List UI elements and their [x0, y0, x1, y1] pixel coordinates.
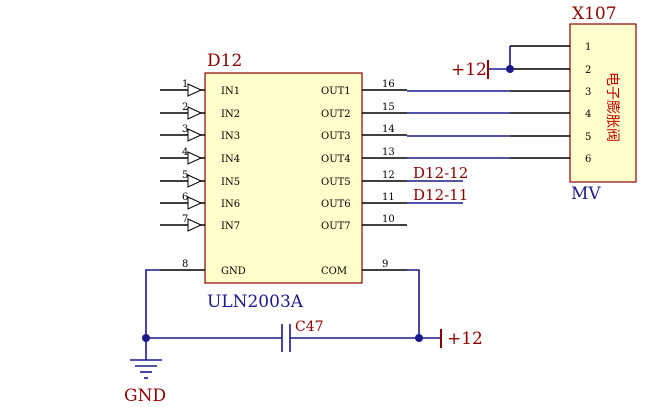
ic-pin-4: 4 IN4	[160, 147, 240, 165]
pin-number: 15	[382, 102, 395, 113]
junction-dot	[506, 65, 514, 73]
pin-number: 7	[182, 214, 188, 225]
ic-pin-14: 14 OUT3	[321, 124, 407, 142]
ic-pin-15: 15 OUT2	[321, 102, 407, 120]
ic-pin-7: 7 IN7	[160, 214, 240, 232]
pin-number: 8	[182, 259, 188, 270]
ic-part-number: ULN2003A	[207, 292, 304, 312]
pin-name: OUT6	[321, 199, 351, 210]
pin-number: 3	[182, 124, 188, 135]
ic-pin-10: 10 OUT7	[321, 214, 407, 232]
pin-number: 12	[382, 170, 395, 181]
pin-name: OUT1	[321, 86, 351, 97]
ic-pin-5: 5 IN5	[160, 170, 240, 188]
pin-name: IN3	[221, 131, 240, 142]
svg-text:+12: +12	[451, 60, 487, 80]
connector-pin-4: 4	[510, 109, 591, 120]
connector-pin-2: 2	[510, 65, 591, 76]
pin-name: IN7	[221, 221, 240, 232]
connector-pin-3: 3	[510, 87, 591, 98]
ic-pin-3: 3 IN3	[160, 124, 240, 142]
pin-number: 9	[382, 259, 388, 270]
pin-name: IN5	[221, 177, 240, 188]
ic-pin-1: 1 IN1	[160, 79, 240, 97]
pin-number: 4	[585, 109, 591, 120]
pin-number: 4	[182, 147, 188, 158]
net-label-out5: D12-12	[413, 164, 468, 182]
connector-body-label: 电子膨胀阀	[604, 72, 621, 142]
pin-name: IN1	[221, 86, 240, 97]
junction-dot	[415, 334, 423, 342]
pin-name: OUT3	[321, 131, 351, 142]
capacitor-designator: C47	[295, 319, 324, 335]
pin-number: 13	[382, 147, 395, 158]
ic-pin-9: 9 COM	[321, 259, 407, 277]
input-arrow-icon	[187, 128, 203, 142]
pin-name: COM	[321, 266, 347, 277]
pin-number: 3	[585, 87, 591, 98]
input-arrow-icon	[187, 83, 203, 97]
ic-body	[204, 72, 363, 284]
ic-pin-6: 6 IN6	[160, 192, 240, 210]
ic-pin-13: 13 OUT4	[321, 147, 407, 165]
wire-com-rail	[290, 269, 420, 339]
ic-designator: D12	[207, 51, 242, 71]
svg-text:+12: +12	[447, 329, 483, 349]
connector-pin-5: 5	[510, 132, 591, 143]
pin-name: OUT2	[321, 109, 351, 120]
ic-right-pins: 16 OUT1 15 OUT2 14 OUT3 13 OUT4 12 O	[321, 79, 407, 277]
ic-left-pins: 1 IN1 2 IN2 3 IN3 4 IN4	[160, 79, 246, 277]
connector-x107[interactable]: X107 MV 电子膨胀阀 1 2 3 4 5	[510, 4, 637, 204]
ic-pin-8: 8 GND	[160, 259, 246, 277]
pin-name: OUT7	[321, 221, 351, 232]
connector-pins: 1 2 3 4 5 6	[510, 42, 591, 165]
pin-number: 1	[182, 79, 188, 90]
pin-number: 6	[585, 154, 591, 165]
input-arrow-icon	[187, 151, 203, 165]
pin-number: 16	[382, 79, 395, 90]
ground-icon	[130, 359, 162, 379]
input-arrow-icon	[187, 106, 203, 120]
pin-number: 10	[382, 214, 395, 225]
input-arrow-icon	[187, 196, 203, 210]
connector-pin-6: 6	[510, 154, 591, 165]
ic-pin-12: 12 OUT5	[321, 170, 407, 188]
pin-name: IN6	[221, 199, 240, 210]
ic-uln2003a[interactable]: D12 ULN2003A 1 IN1 2 IN2 3 IN3	[160, 51, 407, 312]
pin-number: 14	[382, 124, 395, 135]
connector-designator: X107	[572, 4, 617, 24]
pin-number: 1	[585, 42, 591, 53]
capacitor-c47[interactable]: C47	[281, 319, 324, 352]
connector-pin-1: 1	[510, 42, 591, 53]
connector-body	[569, 23, 637, 183]
pin-number: 11	[382, 192, 395, 203]
pin-name: OUT5	[321, 177, 351, 188]
net-label-out6: D12-11	[413, 186, 468, 204]
ground-label: GND	[124, 386, 166, 406]
pin-name: IN4	[221, 154, 240, 165]
wire-gnd-rail	[145, 269, 282, 339]
ic-pin-11: 11 OUT6	[321, 192, 407, 210]
pin-number: 2	[182, 102, 188, 113]
pin-name: GND	[221, 266, 246, 277]
pin-number: 5	[182, 170, 188, 181]
power-port-connector: +12	[451, 60, 489, 80]
input-arrow-icon	[187, 174, 203, 188]
pin-number: 2	[585, 65, 591, 76]
ic-pin-2: 2 IN2	[160, 102, 240, 120]
pin-number: 6	[182, 192, 188, 203]
input-arrow-icon	[187, 218, 203, 232]
ic-pin-16: 16 OUT1	[321, 79, 407, 97]
pin-name: OUT4	[321, 154, 351, 165]
pin-number: 5	[585, 132, 591, 143]
junction-dot	[142, 334, 150, 342]
pin-name: IN2	[221, 109, 240, 120]
power-port-capacitor: +12	[440, 329, 483, 349]
wires	[145, 46, 511, 360]
connector-part-label: MV	[571, 184, 601, 204]
